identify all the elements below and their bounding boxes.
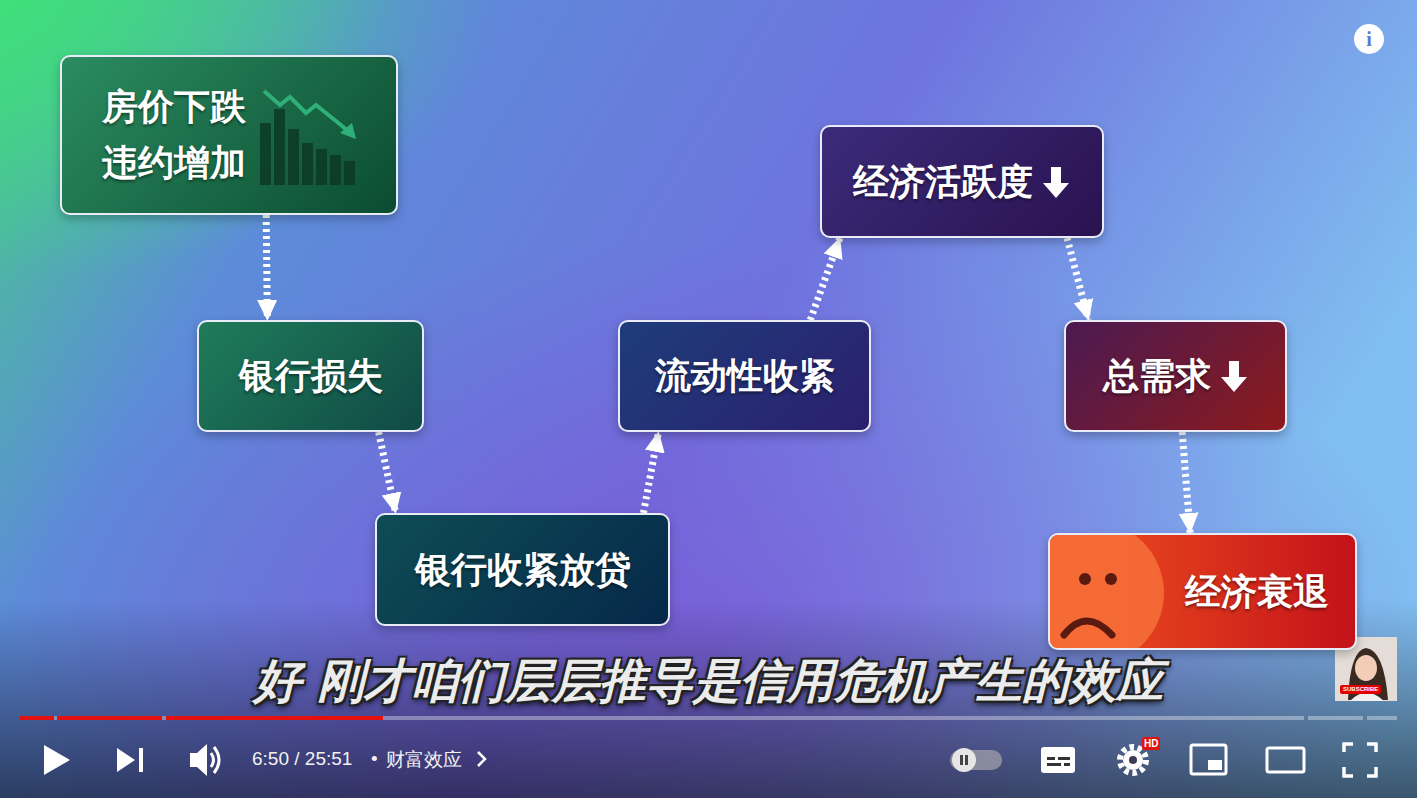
box-label: 总需求 [1103,354,1211,397]
dashed-arrow [810,238,840,320]
down-arrow-icon [1219,359,1249,393]
box-label: 银行收紧放贷 [415,548,631,591]
info-icon-letter: i [1354,24,1384,54]
dashed-arrow [1182,432,1190,533]
info-icon [1354,24,1384,54]
dashed-arrow [1067,238,1088,320]
chapter-title: 财富效应 [386,747,462,773]
process-box: 流动性收紧 [618,320,871,432]
dashed-arrow [643,432,658,513]
dashed-arrow [379,432,396,513]
box-label: 银行损失 [239,354,383,397]
subtitle: 好 刚才咱们层层推导是信用危机产生的效应 [0,650,1417,713]
box-label: 经济衰退 [1185,570,1329,613]
subscribe-badge: SUBSCRIBE [1340,685,1381,694]
player-controls [44,744,1376,776]
separator-dot: • [371,748,378,770]
progress-bar [20,716,1397,720]
process-box: 经济活跃度 [820,125,1104,238]
process-box: 房价下跌 违约增加 [60,55,398,215]
falling-chart-icon [260,87,370,187]
process-box: 银行收紧放贷 [375,513,670,626]
time-display: 6:50 / 25:51 [252,748,352,770]
box-label: 房价下跌 违约增加 [102,79,272,191]
process-box: 银行损失 [197,320,424,432]
sad-face-icon [1050,535,1180,650]
box-label: 经济活跃度 [853,160,1033,203]
down-arrow-icon [1041,165,1071,199]
box-label: 流动性收紧 [655,354,835,397]
process-box: 总需求 [1064,320,1287,432]
hd-badge: HD [1142,737,1160,750]
dashed-arrow [266,215,267,320]
process-box: 经济衰退 [1048,533,1357,650]
